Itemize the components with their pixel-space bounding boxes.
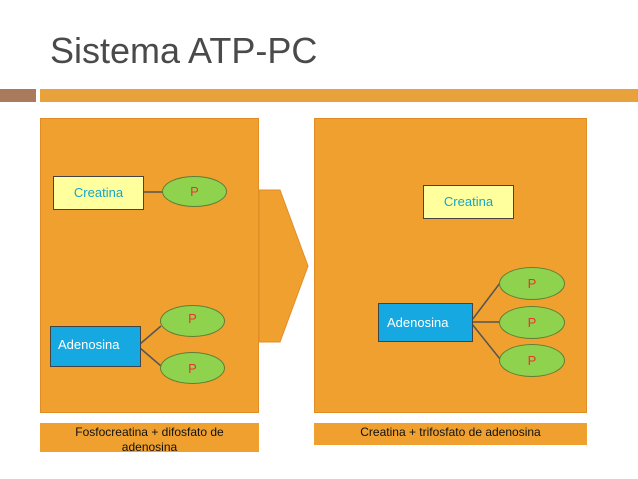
transition-arrow bbox=[258, 189, 309, 343]
left-phosphate-top-label: P bbox=[188, 311, 197, 326]
right-phosphate-top-label: P bbox=[527, 276, 537, 291]
left-caption-text: Fosfocreatina + difosfato de adenosina bbox=[75, 425, 224, 454]
right-phosphate-bottom: P bbox=[499, 344, 565, 377]
slide-title: Sistema ATP-PC bbox=[50, 30, 318, 71]
right-creatina-box: Creatina bbox=[423, 185, 514, 219]
left-creatina-box: Creatina bbox=[53, 176, 144, 210]
left-phosphate-top: P bbox=[160, 305, 225, 337]
left-creatina-phosphate: P bbox=[162, 176, 227, 207]
title-rule-right bbox=[40, 89, 638, 102]
right-adenosina-bond-bottom bbox=[471, 323, 501, 360]
left-adenosina-label: Adenosina bbox=[58, 337, 120, 352]
left-phosphate-bottom: P bbox=[160, 352, 225, 384]
left-phosphate-bottom-label: P bbox=[188, 361, 197, 376]
right-caption: Creatina + trifosfato de adenosina bbox=[314, 423, 587, 445]
left-caption: Fosfocreatina + difosfato de adenosina bbox=[40, 423, 259, 454]
left-creatina-phosphate-label: P bbox=[190, 184, 199, 199]
right-phosphate-top: P bbox=[499, 267, 565, 300]
right-adenosina-box: Adenosina bbox=[378, 303, 473, 342]
right-phosphate-bottom-label: P bbox=[527, 353, 537, 368]
right-adenosina-bond-top bbox=[471, 282, 501, 321]
left-adenosina-box: Adenosina bbox=[50, 326, 141, 367]
left-adenosina-bond-bottom bbox=[139, 347, 162, 367]
title-rule-left bbox=[0, 89, 36, 102]
left-creatina-label: Creatina bbox=[73, 185, 124, 200]
right-phosphate-mid: P bbox=[499, 306, 565, 339]
right-adenosina-label: Adenosina bbox=[387, 315, 449, 330]
right-phosphate-mid-label: P bbox=[527, 315, 537, 330]
left-adenosina-bond-top bbox=[139, 325, 162, 345]
right-creatina-label: Creatina bbox=[443, 194, 494, 209]
right-caption-text: Creatina + trifosfato de adenosina bbox=[360, 425, 541, 439]
